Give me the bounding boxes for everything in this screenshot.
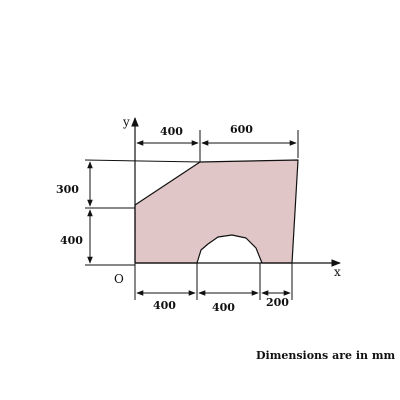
dim-label-bottom-middle: 400 — [212, 301, 235, 314]
dim-label-bottom-right: 200 — [266, 296, 289, 309]
dim-label-left-lower: 400 — [60, 234, 83, 247]
plate-shape — [134, 159, 299, 264]
origin-label: O — [114, 272, 124, 286]
extension-line-top — [84, 159, 201, 163]
x-axis-label: x — [334, 265, 341, 279]
dim-label-bottom-left: 400 — [153, 299, 176, 312]
dim-label-top-left: 400 — [160, 125, 183, 138]
dim-label-left-upper: 300 — [56, 183, 79, 196]
dim-label-top-right: 600 — [230, 123, 253, 136]
y-axis-label: y — [122, 115, 130, 129]
units-note: Dimensions are in mm — [256, 349, 395, 362]
